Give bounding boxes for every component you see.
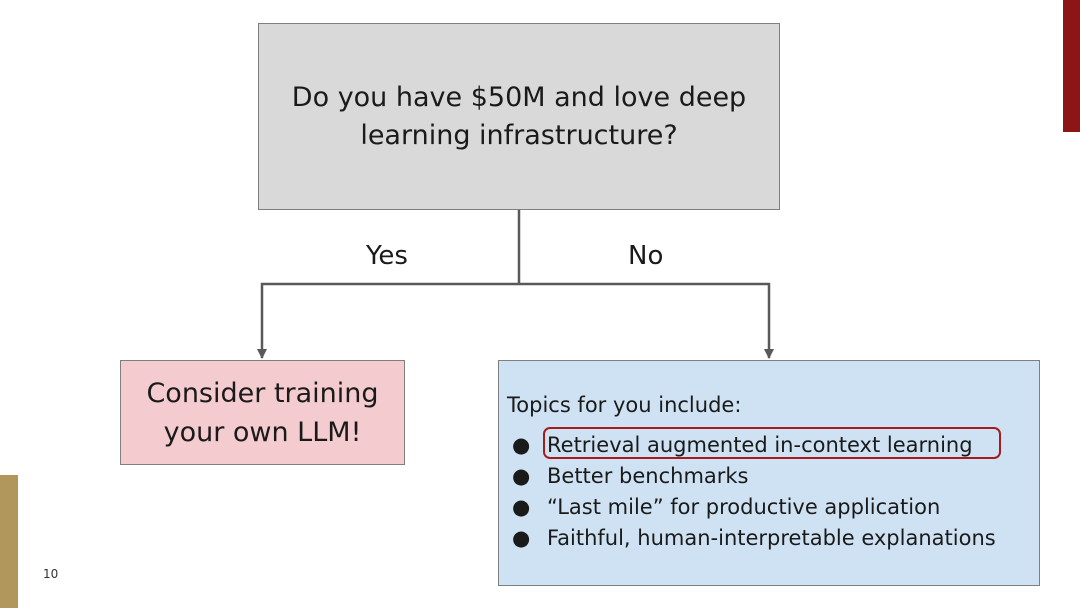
bullet-icon: ● xyxy=(512,433,531,457)
topic-item: ● Retrieval augmented in-context learnin… xyxy=(507,427,1039,461)
highlighted-topic: Retrieval augmented in-context learning xyxy=(543,427,1001,461)
highlight-ring xyxy=(543,427,1001,459)
topic-text: Retrieval augmented in-context learning xyxy=(547,433,973,457)
bullet-icon: ● xyxy=(512,495,531,519)
question-text: Do you have $50M and love deep learning … xyxy=(291,81,747,151)
slide-number: 10 xyxy=(43,567,59,581)
topics-title: Topics for you include: xyxy=(507,393,742,417)
no-branch-label: No xyxy=(628,241,664,271)
bullet-icon: ● xyxy=(512,526,531,550)
bullet-icon: ● xyxy=(512,464,531,488)
topic-text: Better benchmarks xyxy=(547,464,749,488)
accent-bar-bottom-left xyxy=(0,475,18,608)
topic-item: ● “Last mile” for productive application xyxy=(507,492,1039,523)
question-box: Do you have $50M and love deep learning … xyxy=(258,23,780,210)
yes-connector xyxy=(257,282,519,359)
accent-bar-top-right xyxy=(1063,0,1080,132)
topic-item: ● Better benchmarks xyxy=(507,461,1039,492)
topic-text: Faithful, human-interpretable explanatio… xyxy=(547,526,996,550)
no-outcome-box: Topics for you include: ● Retrieval augm… xyxy=(498,360,1040,586)
topic-text: “Last mile” for productive application xyxy=(547,495,941,519)
topic-item: ● Faithful, human-interpretable explanat… xyxy=(507,523,1039,554)
no-connector xyxy=(519,282,774,359)
yes-branch-label: Yes xyxy=(366,241,408,271)
yes-outcome-text: Consider training your own LLM! xyxy=(146,377,379,448)
topics-list: ● Retrieval augmented in-context learnin… xyxy=(507,427,1039,554)
yes-outcome-box: Consider training your own LLM! xyxy=(120,360,405,465)
